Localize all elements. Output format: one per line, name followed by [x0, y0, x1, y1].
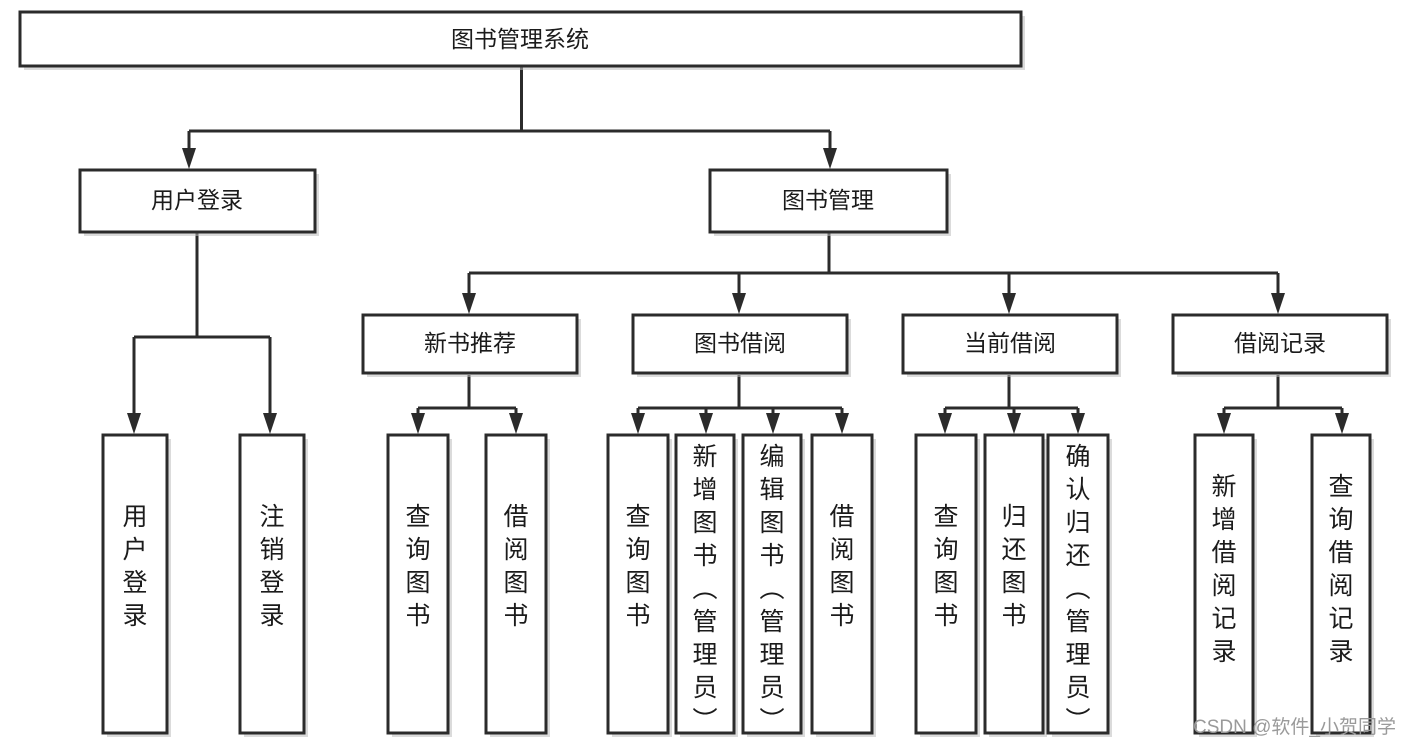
leaf-node-edit-book-label: 编辑图书︵管理员︶	[759, 443, 784, 735]
leaf-node-add-book-label: 新增图书︵管理员︶	[692, 443, 717, 735]
leaf-node-user-login[interactable]: 用户登录	[101, 433, 171, 737]
connector-newbook-to-leaves	[411, 375, 523, 434]
leaf-node-user-logout-label: 注销登录	[259, 503, 284, 630]
node-book-management[interactable]: 图书管理	[708, 168, 951, 236]
connector-root-to-level2	[182, 66, 837, 169]
leaf-node-borrow-book-2-label: 借阅图书	[829, 503, 854, 630]
node-book-borrow[interactable]: 图书借阅	[631, 313, 851, 377]
node-current-borrow-label: 当前借阅	[964, 330, 1056, 356]
leaf-node-query-book-3[interactable]: 查询图书	[914, 433, 980, 737]
node-new-book-recommend[interactable]: 新书推荐	[361, 313, 581, 377]
leaf-node-query-book-3-label: 查询图书	[933, 503, 958, 630]
node-root-label: 图书管理系统	[451, 26, 589, 52]
node-borrow-record-label: 借阅记录	[1234, 330, 1326, 356]
leaf-node-user-logout[interactable]: 注销登录	[238, 433, 308, 737]
node-user-login[interactable]: 用户登录	[78, 168, 319, 236]
connector-bookmgmt-to-level3	[462, 232, 1285, 314]
leaf-node-query-book-1[interactable]: 查询图书	[386, 433, 452, 737]
leaf-node-query-book-2-label: 查询图书	[625, 503, 650, 630]
csdn-watermark: CSDN @软件_小贺同学	[1193, 716, 1396, 738]
node-root[interactable]: 图书管理系统	[18, 10, 1025, 70]
node-borrow-record[interactable]: 借阅记录	[1171, 313, 1391, 377]
connector-borrowrecord-to-leaves	[1217, 375, 1349, 434]
node-current-borrow[interactable]: 当前借阅	[901, 313, 1121, 377]
connector-currentborrow-to-leaves	[938, 375, 1085, 434]
leaf-node-query-record[interactable]: 查询借阅记录	[1310, 433, 1374, 737]
leaf-node-confirm-return[interactable]: 确认归还︵管理员︶	[1046, 433, 1112, 737]
node-new-book-recommend-label: 新书推荐	[424, 330, 516, 356]
leaf-node-confirm-return-label: 确认归还︵管理员︶	[1065, 443, 1090, 735]
leaf-node-add-record-label: 新增借阅记录	[1211, 473, 1236, 666]
leaf-node-borrow-book-1-label: 借阅图书	[503, 503, 528, 630]
leaf-node-add-book[interactable]: 新增图书︵管理员︶	[674, 433, 738, 737]
leaf-node-borrow-book-2[interactable]: 借阅图书	[810, 433, 876, 737]
node-book-management-label: 图书管理	[782, 187, 874, 213]
leaf-node-return-book[interactable]: 归还图书	[983, 433, 1047, 737]
leaf-node-query-book-2[interactable]: 查询图书	[606, 433, 672, 737]
connector-bookborrow-to-leaves	[631, 375, 849, 434]
node-user-login-label: 用户登录	[151, 187, 243, 213]
leaf-node-borrow-book-1[interactable]: 借阅图书	[484, 433, 550, 737]
leaf-node-user-login-label: 用户登录	[122, 503, 147, 630]
leaf-node-edit-book[interactable]: 编辑图书︵管理员︶	[741, 433, 805, 737]
connector-layer	[127, 66, 1349, 434]
leaf-node-return-book-label: 归还图书	[1001, 503, 1026, 630]
node-book-borrow-label: 图书借阅	[694, 330, 786, 356]
leaf-node-add-record[interactable]: 新增借阅记录	[1193, 433, 1257, 737]
leaf-node-query-record-label: 查询借阅记录	[1328, 473, 1353, 666]
connector-userlogin-to-leaves	[127, 232, 277, 434]
leaf-node-query-book-1-label: 查询图书	[405, 503, 430, 630]
